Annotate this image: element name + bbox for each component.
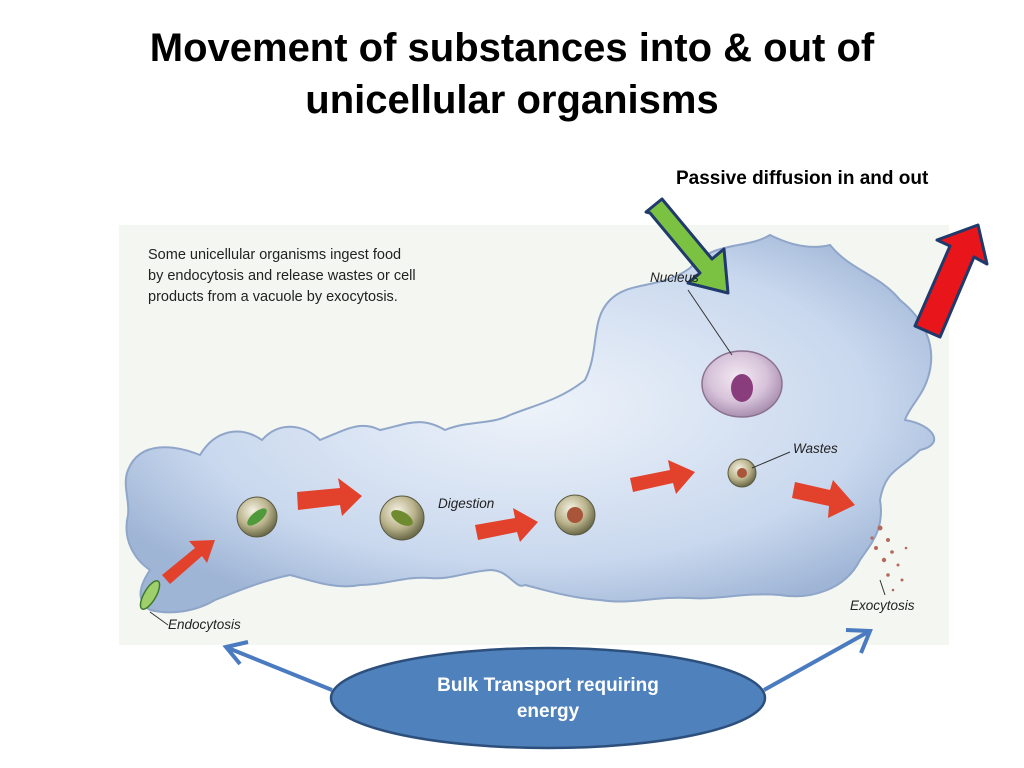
exocytosis-label: Exocytosis (850, 598, 915, 613)
title-line-1: Movement of substances into & out of (149, 26, 875, 70)
bulk-transport-label-box: Bulk Transport requiring energy (330, 648, 766, 750)
bulk-arrow-left (227, 646, 333, 692)
wastes-pointer (751, 451, 791, 469)
food-particle-1 (247, 508, 267, 526)
amoeba-cell (124, 233, 935, 614)
nucleus-pointer (687, 289, 733, 356)
exocytosis-particles (870, 525, 908, 592)
nucleus-label: Nucleus (650, 270, 699, 285)
process-arrow-3 (475, 508, 538, 542)
bulk-arrow-left-head (222, 640, 249, 666)
bulk-transport-ellipse (329, 646, 767, 750)
process-arrow-5 (792, 480, 855, 518)
digested-material (567, 507, 583, 523)
slide-title: Movement of substances into & out of uni… (0, 22, 1024, 126)
nucleolus (731, 374, 753, 402)
bulk-arrow-right (763, 630, 869, 692)
endocytosis-pointer (149, 611, 169, 626)
diffusion-in-arrow (644, 197, 730, 295)
food-particle-2 (391, 510, 413, 526)
caption-line-1: Some unicellular organisms ingest food (148, 247, 402, 263)
figure-caption: Some unicellular organisms ingest food b… (148, 245, 416, 308)
bulk-transport-label: Bulk Transport requiring energy (437, 675, 659, 722)
process-arrow-4 (630, 460, 695, 494)
digestion-label: Digestion (438, 496, 495, 511)
waste-material (737, 468, 747, 478)
ingested-organism (139, 580, 161, 610)
exocytosis-pointer (879, 579, 886, 596)
diffusion-out-arrow (913, 223, 989, 339)
title-line-2: unicellular organisms (305, 78, 719, 122)
bulk-arrow-right-head (845, 628, 873, 654)
endocytosis-label: Endocytosis (168, 617, 241, 632)
caption-line-3: products from a vacuole by exocytosis. (148, 289, 398, 305)
process-arrow-2 (297, 478, 362, 516)
caption-line-2: by endocytosis and release wastes or cel… (148, 268, 416, 284)
process-arrow-1 (162, 540, 215, 584)
wastes-label: Wastes (793, 441, 838, 456)
passive-diffusion-label: Passive diffusion in and out (676, 168, 929, 189)
